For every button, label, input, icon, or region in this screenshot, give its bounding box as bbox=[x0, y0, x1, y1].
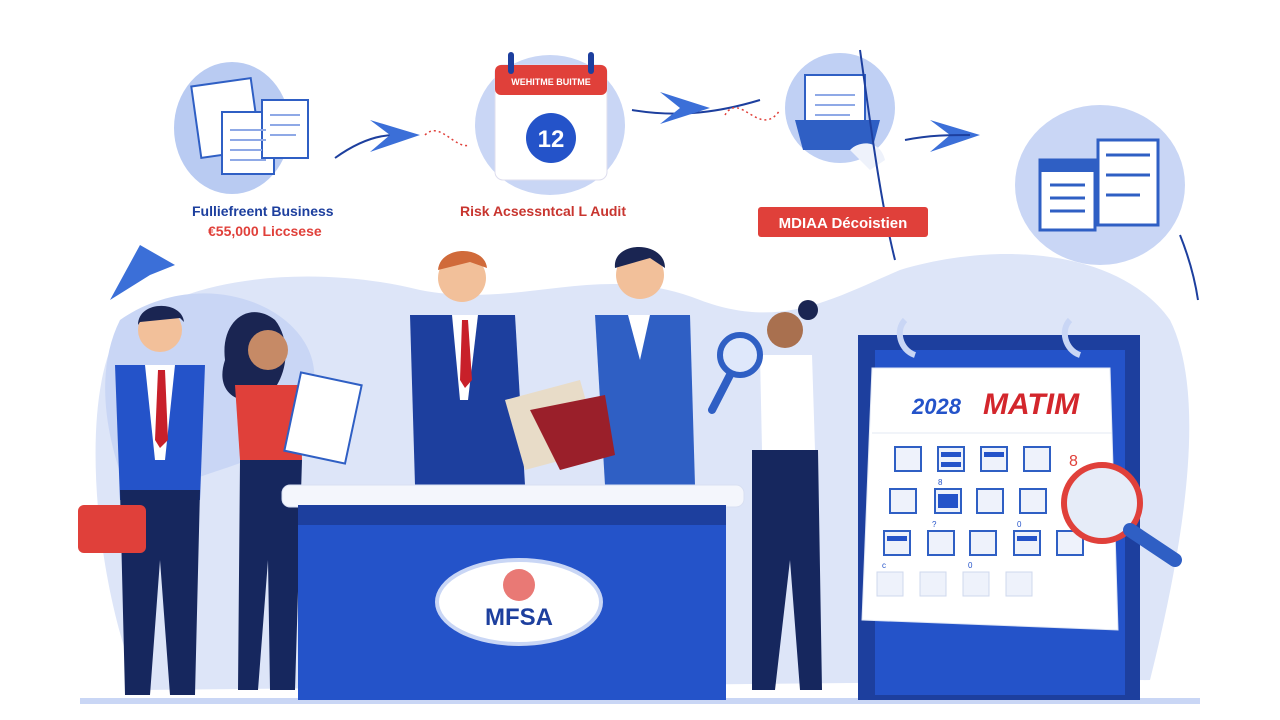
calendar-day-mark: c bbox=[882, 561, 886, 570]
folder-icon bbox=[505, 380, 615, 470]
person-businessman bbox=[78, 305, 205, 695]
briefcase-icon bbox=[78, 505, 146, 553]
calendar-number: 12 bbox=[538, 126, 565, 153]
calendar-day-mark: 8 bbox=[1069, 453, 1078, 470]
calendar-day-mark: 0 bbox=[968, 561, 973, 570]
arrow-icon bbox=[660, 92, 710, 124]
document-icon bbox=[283, 371, 363, 465]
connector-line bbox=[631, 99, 761, 115]
step2-label: Risk Acsessntcal L Audit bbox=[460, 203, 626, 219]
step-calendar: WEHITME BUITME 12 bbox=[475, 52, 625, 195]
step-calendar-report bbox=[1015, 105, 1185, 265]
arrow-icon bbox=[110, 245, 175, 300]
calendar-day-grid bbox=[883, 446, 1084, 556]
mfsa-logo bbox=[435, 558, 603, 646]
dotted-path bbox=[724, 107, 781, 121]
arrow-icon bbox=[370, 120, 420, 152]
calendar-month: MATIM bbox=[983, 388, 1080, 421]
floor bbox=[80, 698, 1200, 704]
calendar-year: 2028 bbox=[911, 394, 962, 419]
step1-label-line2: €55,000 Liccsese bbox=[208, 223, 322, 239]
person-woman-with-document bbox=[222, 312, 363, 690]
dotted-path bbox=[424, 130, 471, 147]
connector-line bbox=[1179, 234, 1199, 301]
person-businessman-handshake bbox=[410, 250, 525, 485]
reception-desk: MFSA bbox=[281, 484, 745, 700]
magnifier-icon bbox=[1061, 462, 1182, 567]
person-woman-with-magnifier bbox=[708, 300, 822, 690]
calendar-day-mark: 8 bbox=[938, 478, 943, 487]
step-document-folder bbox=[785, 53, 895, 170]
person-businessman-receiving bbox=[595, 247, 695, 485]
magnifier-icon bbox=[717, 332, 763, 378]
connector-line bbox=[904, 134, 971, 141]
step1-label-line1: Fulliefreent Business bbox=[192, 203, 334, 219]
decision-badge bbox=[758, 207, 928, 237]
calendar-day-mark: 0 bbox=[1017, 520, 1022, 529]
mfsa-logo-text: MFSA bbox=[485, 604, 553, 631]
calendar-day-mark: ? bbox=[932, 520, 937, 529]
connector-line bbox=[859, 49, 896, 261]
calendar-header: WEHITME BUITME bbox=[511, 77, 591, 87]
step-documents bbox=[174, 62, 309, 194]
decision-badge-text: MDIAA Décoistien bbox=[779, 215, 908, 232]
